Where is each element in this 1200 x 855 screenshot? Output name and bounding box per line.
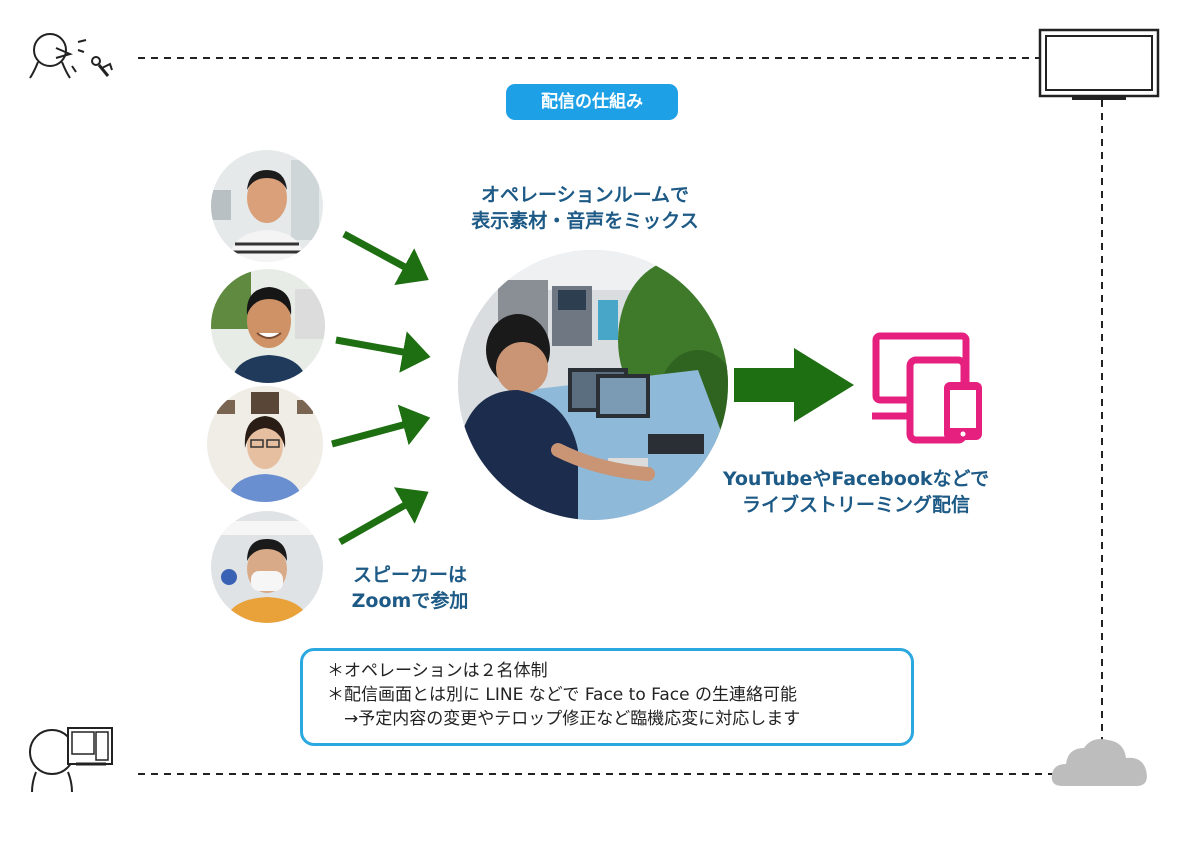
speaker-caption: スピーカーは Zoomで参加 <box>330 562 490 614</box>
streaming-caption-line-1: YouTubeやFacebookなどで <box>722 468 990 490</box>
streaming-caption-line-2: ライブストリーミング配信 <box>741 494 970 516</box>
speaker-person-icon <box>29 33 113 79</box>
note-line-1: ＊オペレーションは２名体制 <box>327 661 548 681</box>
arrow-speaker-1 <box>342 230 429 286</box>
speaker-caption-line-1: スピーカーは <box>352 564 467 586</box>
note-line-3: →予定内容の変更やテロップ修正など臨機応変に対応します <box>327 709 801 729</box>
arrow-speaker-3 <box>331 404 431 448</box>
speaker-avatar-3 <box>207 386 323 502</box>
cloud-icon <box>1051 739 1147 786</box>
notes-box: ＊オペレーションは２名体制 ＊配信画面とは別に LINE などで Face to… <box>300 648 914 746</box>
note-line-2: ＊配信画面とは別に LINE などで Face to Face の生連絡可能 <box>327 685 797 705</box>
devices-icon <box>872 332 982 444</box>
arrow-speaker-4 <box>338 487 429 546</box>
stream-arrow <box>734 348 854 422</box>
speaker-avatar-4 <box>211 511 323 623</box>
title-badge: 配信の仕組み <box>506 84 678 120</box>
streaming-caption: YouTubeやFacebookなどで ライブストリーミング配信 <box>696 466 1016 518</box>
speaker-arrows <box>331 230 431 546</box>
speaker-avatar-2 <box>211 269 325 383</box>
speaker-caption-line-2: Zoomで参加 <box>351 590 469 612</box>
speaker-avatar-1 <box>211 150 323 262</box>
operation-caption-line-2: 表示素材・音声をミックス <box>471 210 699 232</box>
operation-room-photo <box>458 250 728 520</box>
operation-caption-line-1: オペレーションルームで <box>480 184 690 206</box>
viewer-person-icon <box>29 727 113 793</box>
operation-caption: オペレーションルームで 表示素材・音声をミックス <box>440 182 730 234</box>
arrow-speaker-2 <box>335 331 431 373</box>
tv-monitor-icon <box>1038 28 1160 100</box>
